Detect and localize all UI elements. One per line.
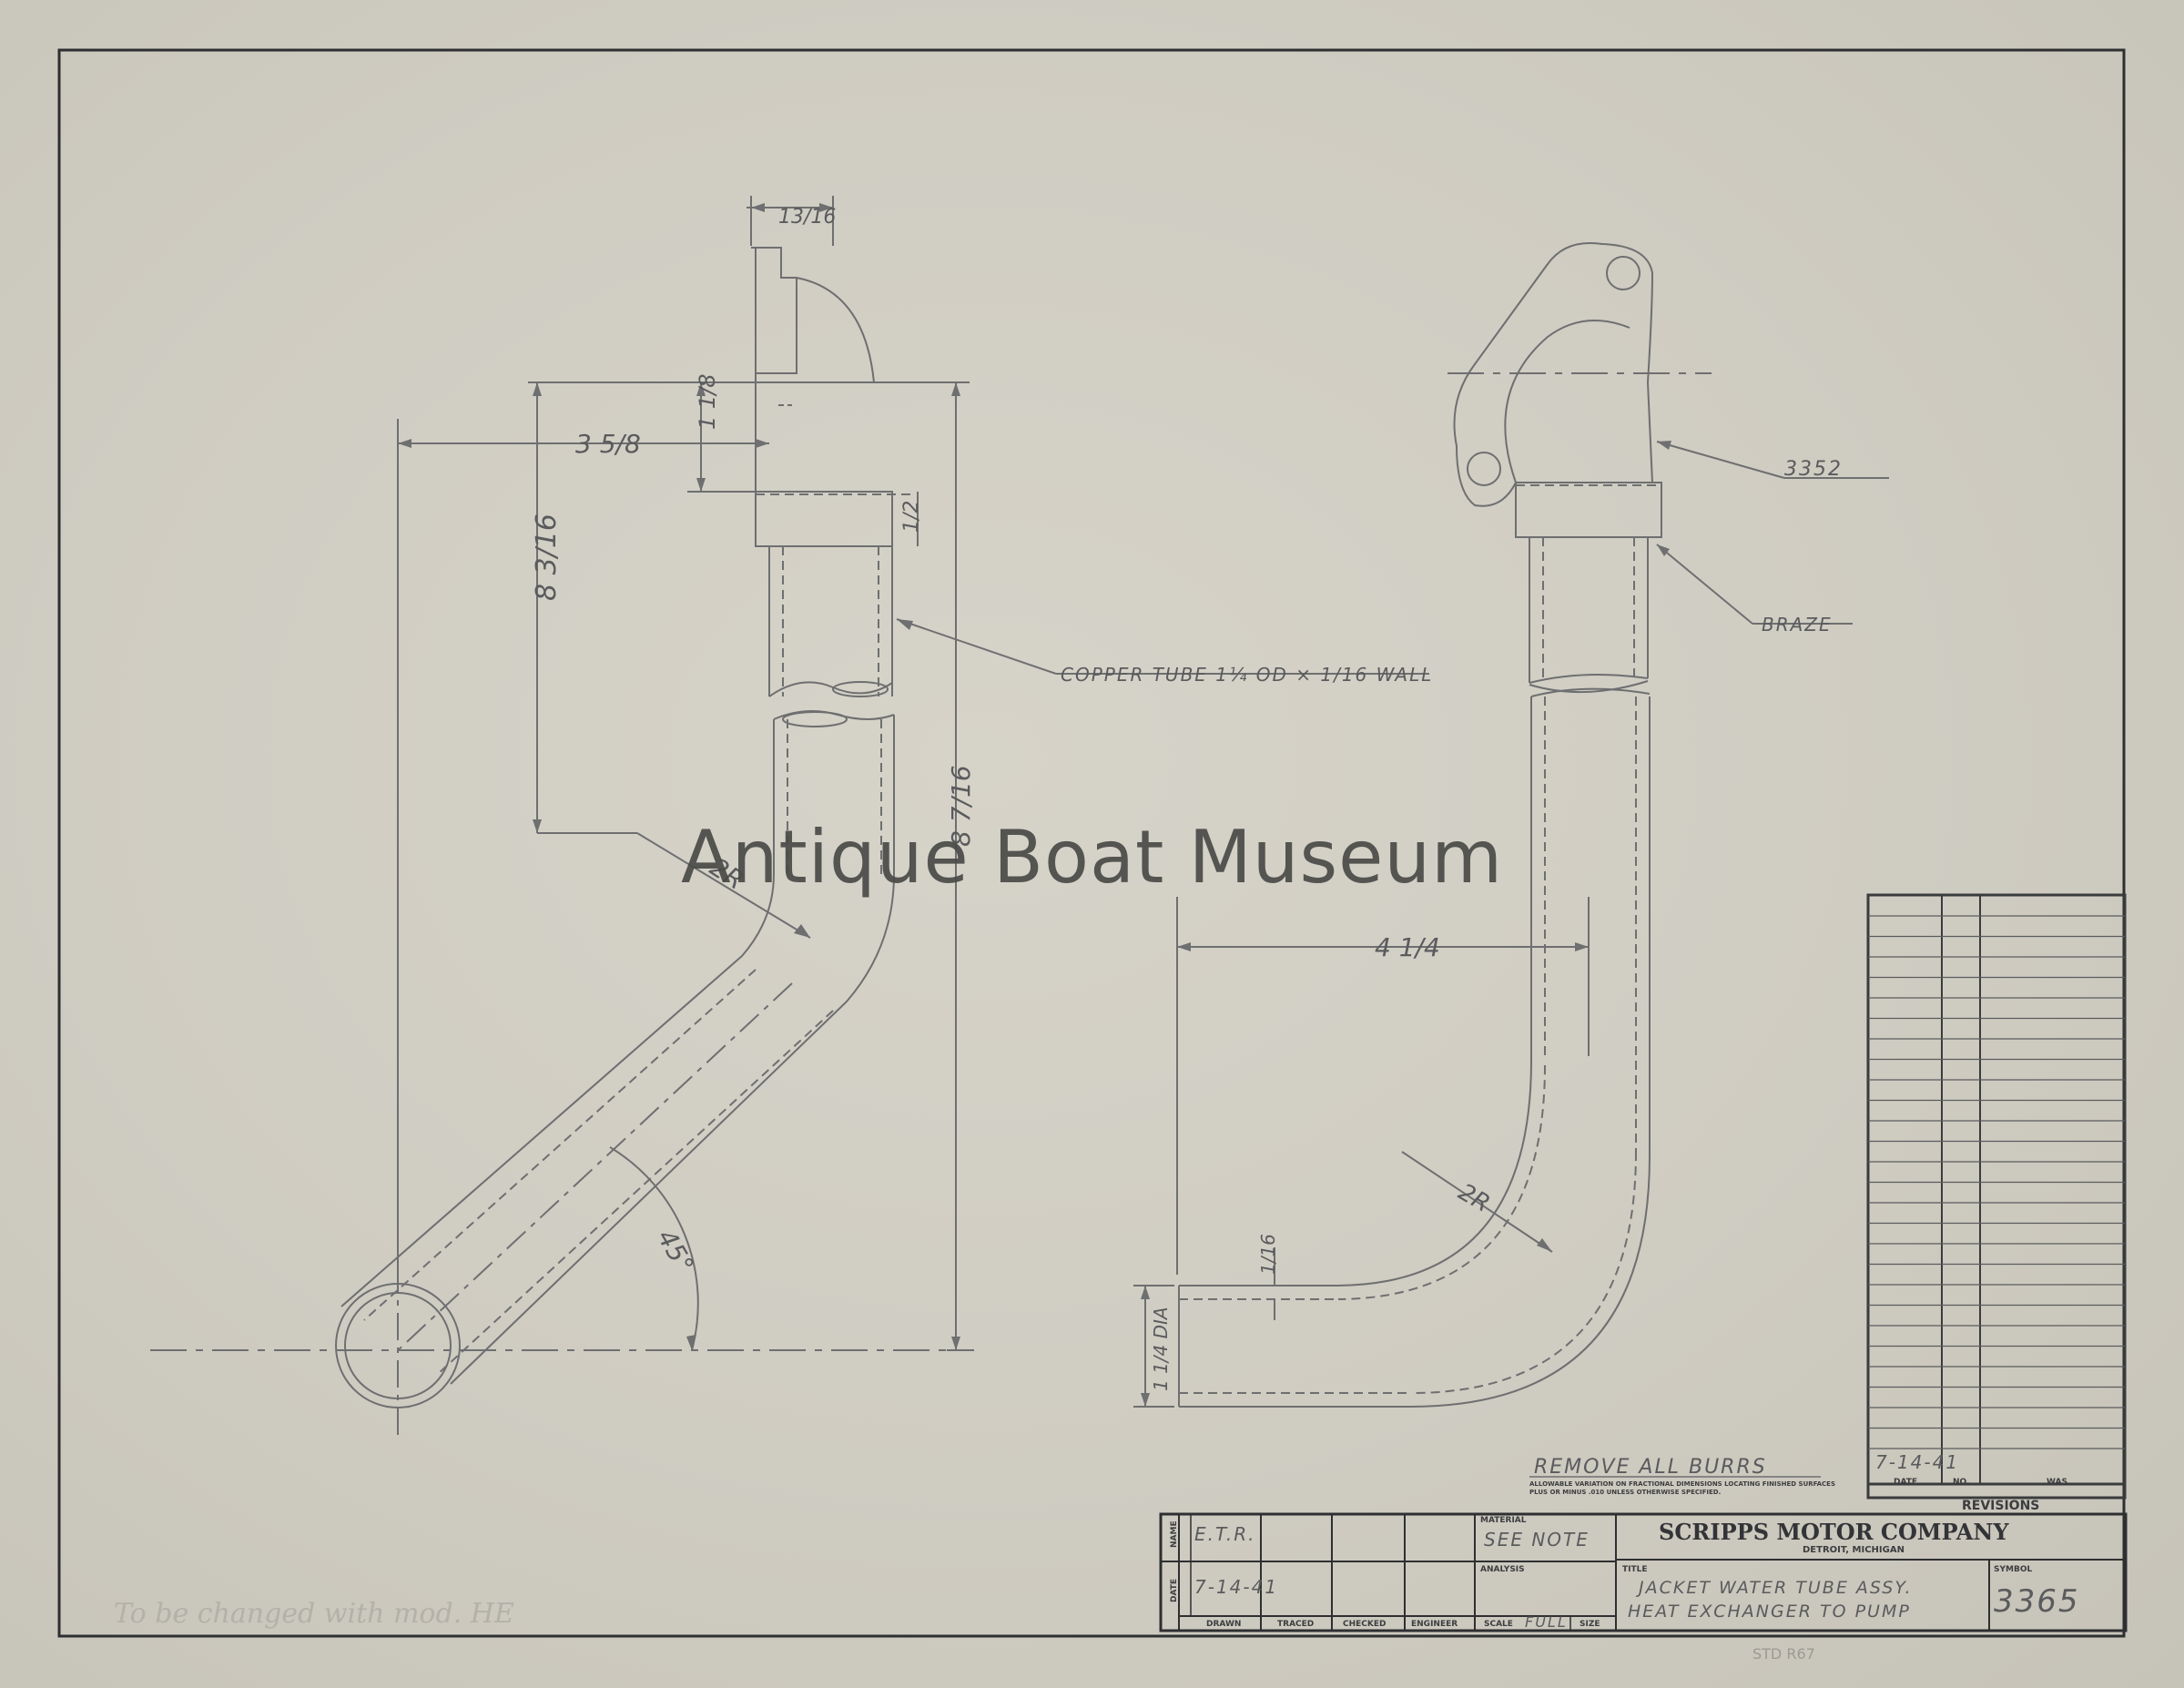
title-block (1159, 1512, 2128, 1632)
dim-wall: 1/16 (1257, 1234, 1279, 1275)
dim-span: 4 1/4 (1375, 932, 1440, 962)
dim-socket: 1/2 (900, 501, 923, 533)
label-date: DATE (1170, 1579, 1179, 1602)
callout-part-ref: 3352 (1784, 458, 1843, 481)
label-checked: CHECKED (1343, 1620, 1386, 1629)
company-name: SCRIPPS MOTOR COMPANY (1659, 1519, 2009, 1545)
revision-col-date: DATE (1894, 1478, 1917, 1487)
left-view (150, 196, 1429, 1439)
callout-copper-tube: COPPER TUBE 1¼ OD × 1/16 WALL (1061, 664, 1433, 686)
label-name: NAME (1170, 1520, 1179, 1548)
revisions-table (1866, 893, 2127, 1500)
title-line-2: HEAT EXCHANGER TO PUMP (1628, 1602, 1911, 1622)
label-traced: TRACED (1277, 1620, 1314, 1629)
left-arrowheads (398, 203, 960, 1350)
label-title: TITLE (1622, 1565, 1648, 1574)
label-drawn: DRAWN (1206, 1620, 1241, 1629)
date-value: 7-14-41 (1194, 1576, 1278, 1598)
revisions-rows (1868, 915, 2125, 1449)
label-engineer: ENGINEER (1411, 1620, 1458, 1629)
note-remove-burrs: REMOVE ALL BURRS (1534, 1456, 1767, 1479)
revision-entry-date: 7-14-41 (1875, 1451, 1959, 1473)
material-value: SEE NOTE (1484, 1529, 1590, 1551)
symbol-value: 3365 (1994, 1583, 2080, 1620)
right-view (1133, 242, 1889, 1408)
note-pencil: To be changed with mod. HE (114, 1598, 514, 1630)
company-location: DETROIT, MICHIGAN (1803, 1545, 1905, 1555)
title-line-1: JACKET WATER TUBE ASSY. (1635, 1578, 1913, 1598)
border-frame (57, 48, 2126, 1638)
label-symbol: SYMBOL (1994, 1565, 2032, 1574)
dim-offset: 3 5/8 (575, 429, 641, 459)
revision-col-was: WAS (2047, 1478, 2067, 1487)
dim-width-top: 13/16 (778, 206, 836, 229)
label-analysis: ANALYSIS (1480, 1565, 1525, 1574)
dim-vertical: 8 3/16 (531, 514, 563, 601)
scale-value: FULL (1525, 1613, 1568, 1631)
label-material: MATERIAL (1480, 1516, 1527, 1525)
revisions-title: REVISIONS (1962, 1499, 2039, 1513)
dim-overall: 8 7/16 (946, 765, 976, 847)
note-std-stamp: STD R67 (1752, 1645, 1815, 1663)
label-size: SIZE (1580, 1620, 1600, 1629)
right-arrowheads (1141, 441, 1671, 1407)
name-value: E.T.R. (1194, 1523, 1255, 1545)
label-scale: SCALE (1484, 1620, 1513, 1629)
revision-col-no: NO. (1953, 1478, 1969, 1487)
callout-braze: BRAZE (1762, 614, 1833, 636)
dim-dia: 1 1/4 DIA (1150, 1307, 1172, 1391)
watermark: Antique Boat Museum (680, 815, 1504, 900)
note-tolerance: ALLOWABLE VARIATION ON FRACTIONAL DIMENS… (1529, 1480, 1836, 1496)
dim-angle: 45° (651, 1225, 699, 1278)
dim-bend-radius-right: 2R (1454, 1178, 1495, 1217)
dim-flange-height: 1 1/8 (695, 373, 720, 430)
